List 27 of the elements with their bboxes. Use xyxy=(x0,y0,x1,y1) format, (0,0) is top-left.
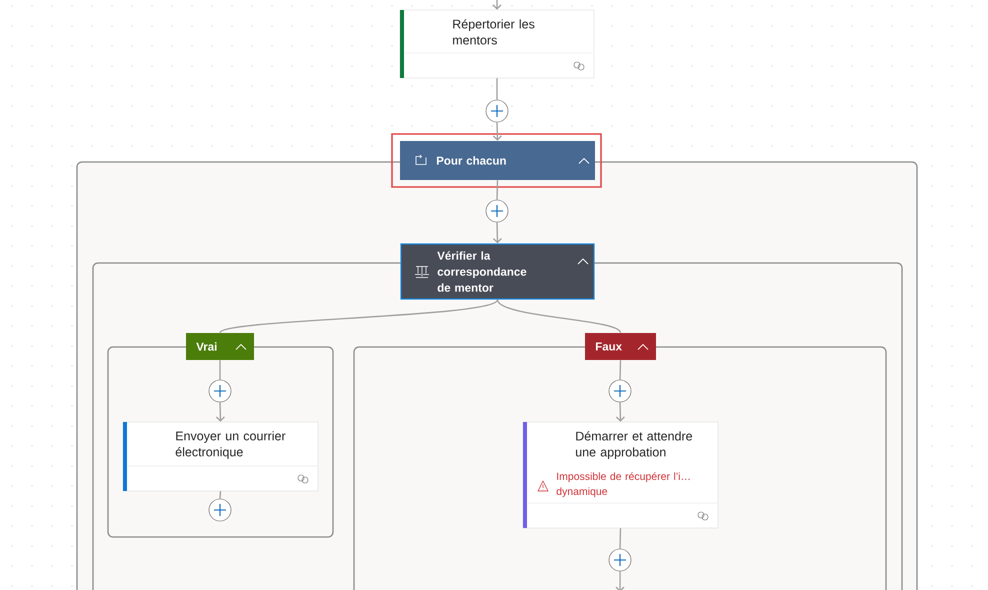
branch-title: Faux xyxy=(596,342,622,351)
action-card xyxy=(522,422,718,528)
branch-label xyxy=(585,333,656,360)
step-title: Pour chacun xyxy=(436,156,506,165)
add-step-button xyxy=(608,548,632,572)
connector-arrow xyxy=(616,402,625,422)
connector-arrow xyxy=(492,122,502,141)
connector-arrow xyxy=(216,402,225,422)
branch-title: Vrai xyxy=(196,342,216,351)
card-title: Envoyer un courrier électronique xyxy=(176,431,286,459)
warning-message: Impossible de récupérer l’i… dynamique xyxy=(556,472,690,498)
action-card xyxy=(122,422,318,492)
branch-label xyxy=(186,333,254,360)
connector-arrow xyxy=(492,0,502,10)
connector-arrow xyxy=(616,571,624,590)
step-header xyxy=(400,243,595,300)
connector-arrow xyxy=(492,222,502,244)
step-title: Vérifier la correspondance de mentor xyxy=(437,251,526,292)
action-card xyxy=(400,10,594,78)
card-title: Répertorier les mentors xyxy=(453,19,534,45)
add-step-button xyxy=(608,380,632,402)
step-header xyxy=(400,141,595,180)
add-step-button xyxy=(208,380,232,402)
add-step-button xyxy=(208,498,232,522)
card-title: Démarrer et attendre une approbation xyxy=(576,431,692,459)
add-step-button xyxy=(486,200,508,222)
add-step-button xyxy=(486,100,508,122)
